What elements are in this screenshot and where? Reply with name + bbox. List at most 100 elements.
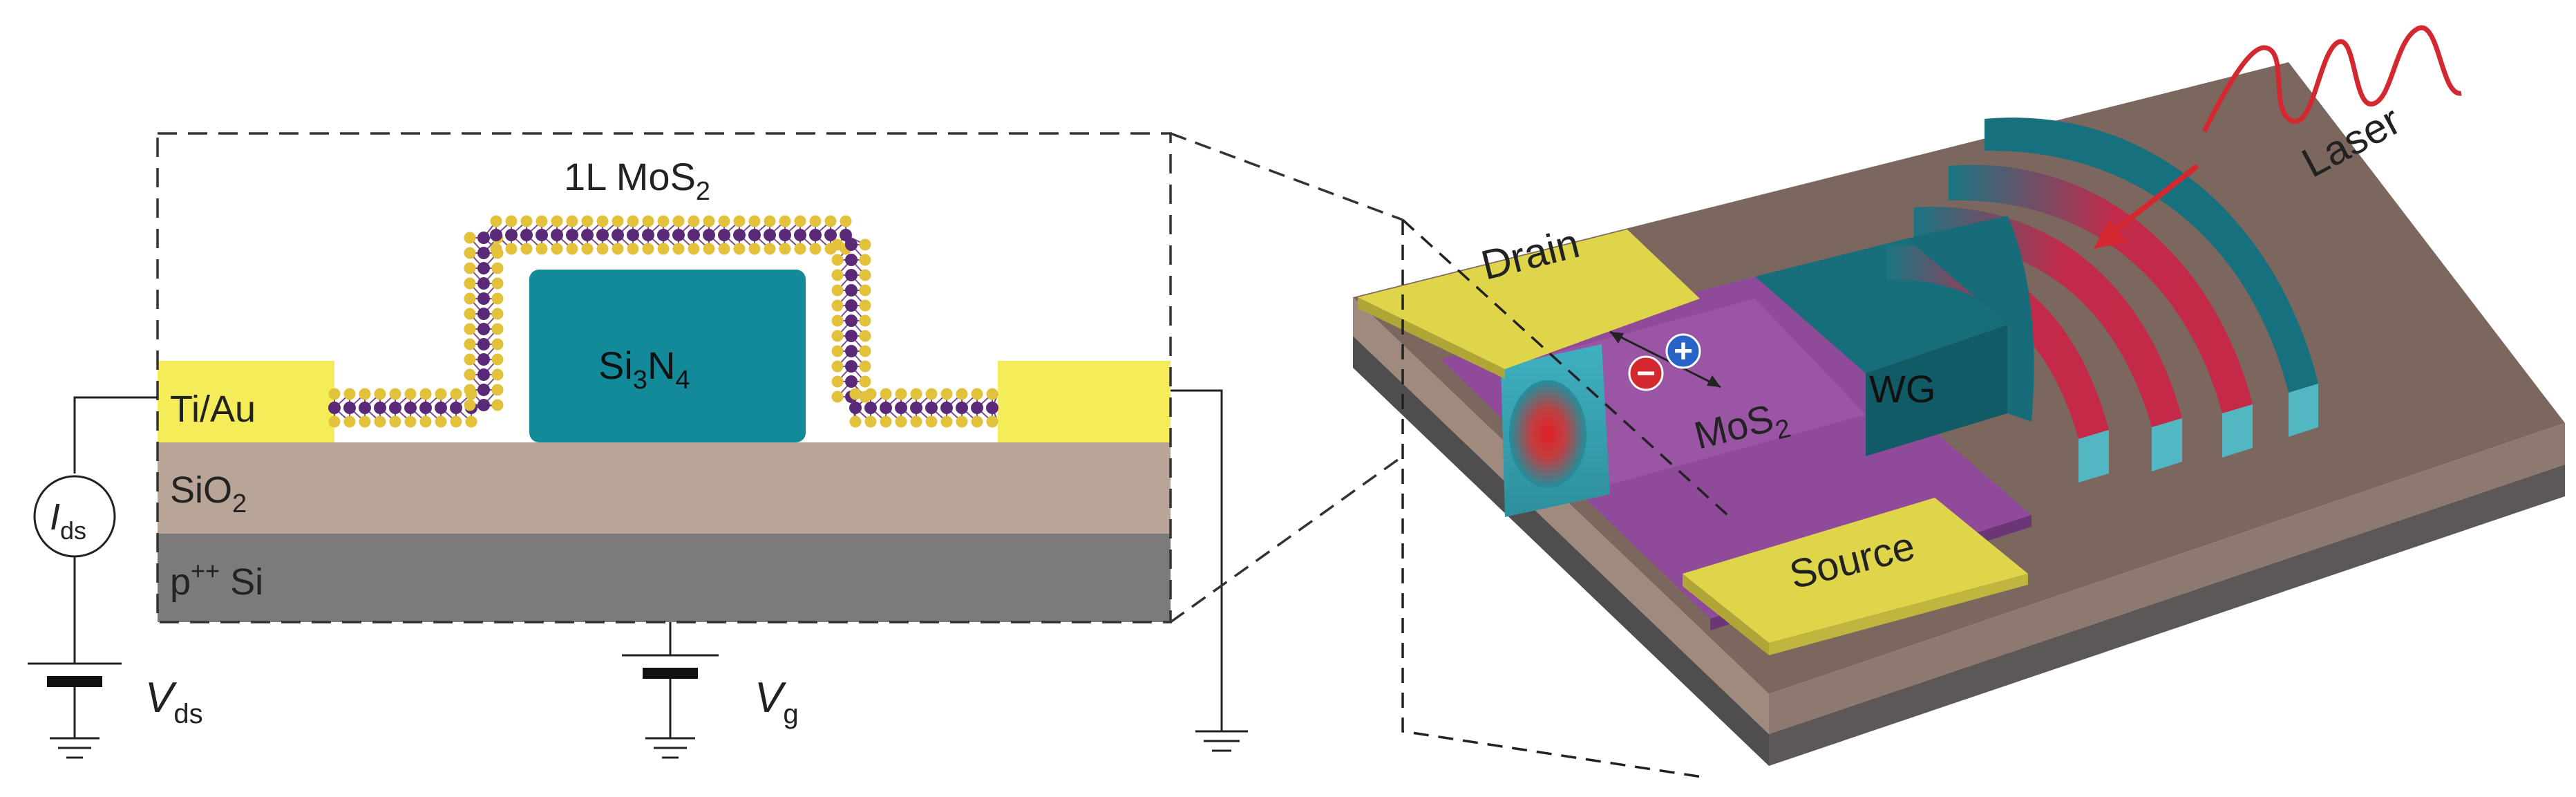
section-plane — [1401, 220, 1707, 779]
optical-mode-profile — [1509, 380, 1587, 488]
molybdenum-atom — [477, 338, 490, 350]
molybdenum-atom — [520, 229, 533, 241]
sulfur-atom — [464, 277, 476, 290]
sulfur-atom — [505, 243, 518, 255]
molybdenum-atom — [764, 229, 776, 241]
grating-taper — [1907, 216, 2034, 422]
device-3d-panel: − + Drain Source MoS2 WG Laser — [1353, 25, 2565, 779]
sulfur-atom — [491, 384, 504, 396]
sulfur-atom — [612, 243, 624, 255]
sulfur-atom — [718, 243, 730, 255]
drain-circuit — [28, 396, 158, 759]
sulfur-atom — [831, 299, 844, 312]
sulfur-atom — [831, 345, 844, 357]
molybdenum-atom — [748, 229, 761, 241]
molybdenum-atom — [779, 229, 791, 241]
sulfur-atom — [971, 388, 983, 400]
sulfur-atom — [840, 215, 852, 227]
sulfur-atom — [859, 330, 871, 342]
sulfur-atom — [925, 388, 938, 400]
molybdenum-atom — [505, 229, 518, 241]
sulfur-atom — [779, 215, 791, 227]
molybdenum-atom — [845, 284, 858, 297]
sulfur-atom — [359, 415, 371, 428]
sulfur-atom — [956, 415, 968, 428]
sulfur-atom — [831, 284, 844, 297]
sulfur-atom — [859, 375, 871, 388]
hole-icon — [1665, 333, 1701, 369]
sulfur-atom — [859, 238, 871, 251]
sulfur-atom — [464, 353, 476, 366]
sulfur-atom — [971, 415, 983, 428]
source-pad — [1683, 498, 2028, 643]
sulfur-atom — [986, 415, 998, 428]
molybdenum-atom — [845, 375, 858, 388]
sulfur-atom — [895, 415, 907, 428]
molybdenum-atom — [359, 402, 371, 414]
sulfur-atom — [703, 243, 715, 255]
sulfur-atom — [703, 215, 715, 227]
chip-right-face-silicon — [1769, 465, 2565, 766]
molybdenum-atom — [581, 229, 594, 241]
sulfur-atom — [831, 254, 844, 266]
sulfur-atom — [581, 215, 594, 227]
sulfur-atom — [404, 388, 417, 400]
sulfur-atom — [880, 415, 892, 428]
sulfur-atom — [859, 254, 871, 266]
molybdenum-atom — [986, 402, 998, 414]
mos2-monolayer — [328, 215, 998, 428]
sulfur-atom — [419, 415, 432, 428]
molybdenum-atom — [477, 262, 490, 274]
sulfur-atom — [794, 215, 806, 227]
molybdenum-atom — [374, 402, 386, 414]
sulfur-atom — [859, 284, 871, 297]
sulfur-atom — [733, 215, 746, 227]
sulfur-atom — [849, 415, 862, 428]
source-pad-side-right — [1769, 574, 2028, 655]
hole-symbol: + — [1674, 333, 1693, 370]
sulfur-atom — [940, 388, 953, 400]
chip-left-face-oxide — [1353, 297, 1769, 734]
molybdenum-atom — [477, 247, 490, 259]
molybdenum-atom — [688, 229, 700, 241]
sulfur-atom — [464, 338, 476, 350]
electron-icon — [1628, 355, 1664, 391]
sulfur-atom — [831, 375, 844, 388]
sulfur-atom — [831, 238, 844, 251]
waveguide-straight-side — [1866, 325, 2007, 456]
sulfur-atom — [642, 243, 654, 255]
molybdenum-atom — [477, 368, 490, 381]
source-circuit — [1171, 389, 1248, 752]
sulfur-atom — [464, 368, 476, 381]
sulfur-atom — [404, 415, 417, 428]
molybdenum-atom — [824, 229, 837, 241]
molybdenum-atom — [809, 229, 822, 241]
sulfur-atom — [831, 315, 844, 327]
sulfur-atom — [859, 360, 871, 373]
sulfur-atom — [491, 308, 504, 320]
sulfur-atom — [343, 415, 356, 428]
sulfur-atom — [419, 388, 432, 400]
sulfur-atom — [940, 415, 953, 428]
molybdenum-atom — [477, 384, 490, 396]
molybdenum-atom — [733, 229, 746, 241]
molybdenum-atom — [845, 360, 858, 373]
sulfur-atom — [657, 215, 670, 227]
molybdenum-atom — [477, 308, 490, 320]
sulfur-atom — [748, 215, 761, 227]
sulfur-atom — [859, 345, 871, 357]
sulfur-atom — [627, 243, 639, 255]
sulfur-atom — [566, 243, 578, 255]
sulfur-atom — [490, 215, 502, 227]
molybdenum-atom — [477, 292, 490, 305]
sulfur-atom — [491, 262, 504, 274]
molybdenum-atom — [718, 229, 730, 241]
sulfur-atom — [910, 388, 922, 400]
sulfur-atom — [764, 215, 776, 227]
chip-left-face-silicon — [1353, 336, 1769, 766]
molybdenum-atom — [328, 402, 341, 414]
molybdenum-atom — [840, 229, 852, 241]
laser-arrowhead — [2094, 220, 2127, 249]
source-contact-ti-au — [998, 361, 1171, 442]
